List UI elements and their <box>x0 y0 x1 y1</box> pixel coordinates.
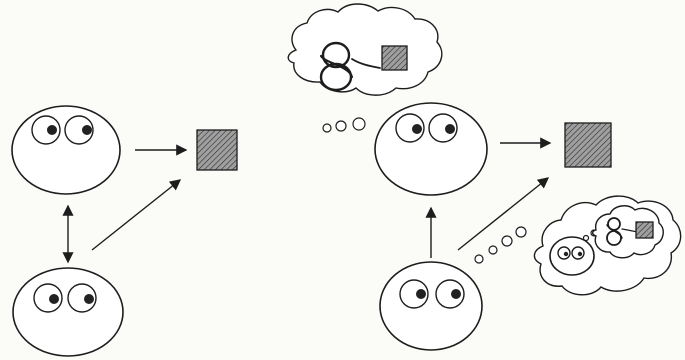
left-pupil-icon <box>47 125 57 135</box>
left-pupil-icon <box>49 294 59 304</box>
left-eye-icon <box>33 283 63 313</box>
thought-cloud-bottom <box>533 195 682 296</box>
right-pupil-icon <box>84 294 94 304</box>
gaze-arrow <box>457 177 550 251</box>
thought-bubble-dot <box>335 120 347 132</box>
right-eye-icon <box>64 115 94 145</box>
thought-bubble-dot <box>515 226 527 238</box>
thought-bubble-dot <box>582 234 590 242</box>
left-pupil-icon <box>416 289 426 299</box>
right-bottom-person <box>379 261 483 351</box>
face-outline <box>374 102 488 196</box>
target-square-icon <box>381 45 408 71</box>
right-panel <box>287 3 682 351</box>
right-top-person <box>374 102 488 196</box>
left-eye-icon <box>399 279 429 309</box>
self-eyes-icon <box>319 41 381 92</box>
left-top-person <box>11 105 121 195</box>
target-square-icon <box>564 122 612 168</box>
right-eye-icon <box>428 113 458 143</box>
thought-cloud-top <box>287 3 443 96</box>
target-square-icon <box>635 221 654 239</box>
thought-bubble-dot <box>501 235 513 247</box>
right-eye-icon <box>435 279 465 309</box>
left-bottom-person <box>12 267 124 357</box>
right-pupil-icon <box>445 124 455 134</box>
face-outline <box>12 267 124 357</box>
target-square-icon <box>196 129 238 171</box>
left-eye-icon <box>31 115 61 145</box>
left-pupil-icon <box>412 124 422 134</box>
face-outline <box>11 105 121 195</box>
right-pupil-icon <box>82 125 92 135</box>
left-panel <box>11 105 238 357</box>
right-eye-icon <box>67 283 97 313</box>
thought-bubble-dot <box>322 123 332 133</box>
thought-cloud-icon <box>287 3 443 96</box>
thought-bubble-dot <box>488 245 498 255</box>
thought-bubble-dot <box>352 117 366 131</box>
left-eye-icon <box>395 113 425 143</box>
gaze-arrow <box>91 179 182 251</box>
other-person-mini-icon <box>549 236 595 276</box>
face-outline <box>379 261 483 351</box>
thought-bubble-dot <box>474 254 484 264</box>
right-pupil-icon <box>451 289 461 299</box>
